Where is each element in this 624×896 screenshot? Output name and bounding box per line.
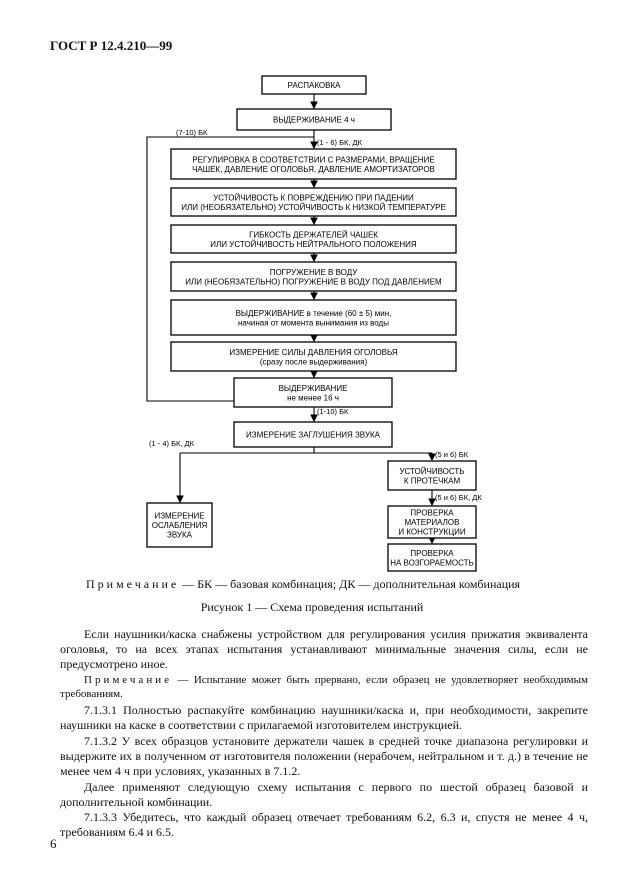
box-text-line: ИЗМЕРЕНИЕ СИЛЫ ДАВЛЕНИЯ ОГОЛОВЬЯ: [229, 348, 397, 357]
box-text-line: УСТОЙЧИВОСТЬ К ПОВРЕЖДЕНИЮ ПРИ ПАДЕНИИ: [213, 193, 414, 202]
box-text-line: ИЗМЕРЕНИЕ ЗАГЛУШЕНИЯ ЗВУКА: [246, 431, 381, 440]
label-7-10-bk: (7-10) БК: [176, 128, 208, 137]
box-text-line: К ПРОТЕЧКАМ: [404, 476, 461, 485]
paragraph-note: Примечание — Испытание может быть прерва…: [60, 673, 588, 701]
document-header: ГОСТ Р 12.4.210—99: [50, 38, 173, 53]
box-text-line: ПОГРУЖЕНИЕ В ВОДУ: [270, 268, 359, 277]
box-conditioning-4h: ВЫДЕРЖИВАНИЕ 4 ч: [236, 108, 392, 131]
label-5-6-bk-dk: (5 и 6) БК, ДК: [435, 493, 482, 502]
box-text-line: не менее 16 ч: [287, 393, 339, 402]
flow-labels: (7-10) БК (1 - 6) БК, ДК (1-10) БК (1 - …: [149, 128, 482, 502]
flow-boxes: РАСПАКОВКА ВЫДЕРЖИВАНИЕ 4 ч РЕГУЛИРОВКА В …: [146, 75, 477, 572]
box-text-line: ОСЛАБЛЕНИЯ: [152, 521, 208, 530]
box-headband-force: ИЗМЕРЕНИЕ СИЛЫ ДАВЛЕНИЯ ОГОЛОВЬЯ(сразу п…: [170, 341, 457, 372]
box-text-line: И КОНСТРУКЦИИ: [398, 528, 466, 537]
box-text-line: ВЫДЕРЖИВАНИЕ 4 ч: [273, 116, 355, 125]
figure-note: Примечание — БК — базовая комбинация; ДК…: [86, 577, 520, 592]
test-scheme-diagram: РАСПАКОВКА ВЫДЕРЖИВАНИЕ 4 ч РЕГУЛИРОВКА В …: [146, 75, 482, 572]
label-5-6-bk: (5 и 6) БК: [435, 450, 469, 459]
note-text: — БК — базовая комбинация; ДК — дополнит…: [179, 577, 521, 591]
box-text-line: НА ВОЗГОРАЕМОСТЬ: [390, 558, 474, 567]
figure-caption: Рисунок 1 — Схема проведения испытаний: [200, 600, 424, 614]
label-1-10-bk: (1-10) БК: [317, 407, 349, 416]
box-text-line: ИЛИ (НЕОБЯЗАТЕЛЬНО) УСТОЙЧИВОСТЬ К НИЗКО…: [181, 203, 446, 212]
box-text-line: ВЫДЕРЖИВАНИЕ: [279, 384, 348, 393]
box-text-line: (сразу после выдерживания): [260, 357, 368, 366]
box-text-line: ИЗМЕРЕНИЕ: [154, 512, 204, 521]
note-prefix: Примечание: [86, 577, 180, 591]
box-text-line: МАТЕРИАЛОВ: [404, 518, 459, 527]
box-text-line: ИЛИ УСТОЙЧИВОСТЬ НЕЙТРАЛЬНОГО ПОЛОЖЕНИЯ: [210, 240, 417, 249]
note2-prefix: Примечание: [84, 674, 172, 686]
box-drop-resistance: УСТОЙЧИВОСТЬ К ПОВРЕЖДЕНИЮ ПРИ ПАДЕНИИИЛ…: [170, 187, 457, 217]
box-conditioning-60min: ВЫДЕРЖИВАНИЕ в течение (60 ± 5) мин,начи…: [170, 299, 457, 336]
box-text-line: ПРОВЕРКА: [410, 549, 454, 558]
paragraph-next: Далее применяют следующую схему испытани…: [60, 780, 588, 809]
box-text-line: УСТОЙЧИВОСТЬ: [399, 467, 464, 476]
paragraph-7-1-3-1: 7.1.3.1 Полностью распакуйте комбинацию …: [60, 703, 588, 732]
box-text-line: ЧАШЕК, ДАВЛЕНИЕ ОГОЛОВЬЯ, ДАВЛЕНИЕ АМОРТ…: [192, 165, 435, 174]
box-text-line: РЕГУЛИРОВКА В СООТВЕТСТВИИ С РАЗМЕРАМИ, …: [192, 155, 434, 164]
box-text-line: ГИБКОСТЬ ДЕРЖАТЕЛЕЙ ЧАШЕК: [249, 230, 378, 239]
label-1-4-bk-dk: (1 - 4) БК, ДК: [149, 439, 195, 448]
flow-connectors: [146, 94, 436, 545]
box-text-line: ПРОВЕРКА: [410, 509, 454, 518]
paragraph-intro: Если наушники/каска снабжены устройством…: [60, 627, 588, 671]
paragraph-7-1-3-2: 7.1.3.2 У всех образцов установите держа…: [60, 734, 588, 778]
note2-text: — Испытание может быть прервано, если об…: [60, 674, 588, 700]
box-unpacking: РАСПАКОВКА: [261, 75, 367, 95]
box-insertion-loss: ИЗМЕРЕНИЕ ЗАГЛУШЕНИЯ ЗВУКА: [233, 421, 393, 448]
box-text-line: ЗВУКА: [167, 531, 193, 540]
box-text-line: ИЛИ (НЕОБЯЗАТЕЛЬНО) ПОГРУЖЕНИЕ В ВОДУ ПО…: [185, 277, 442, 286]
box-text-line: РАСПАКОВКА: [288, 81, 342, 90]
box-adjustment: РЕГУЛИРОВКА В СООТВЕТСТВИИ С РАЗМЕРАМИ, …: [170, 148, 457, 180]
box-text-line: ВЫДЕРЖИВАНИЕ в течение (60 ± 5) мин,: [236, 309, 392, 318]
page-number: 6: [50, 836, 57, 851]
box-text-line: начиная от момента вынимания из воды: [238, 318, 389, 327]
label-1-6-bk-dk: (1 - 6) БК, ДК: [317, 138, 363, 147]
paragraph-7-1-3-3: 7.1.3.3 Убедитесь, что каждый образец от…: [60, 810, 588, 839]
